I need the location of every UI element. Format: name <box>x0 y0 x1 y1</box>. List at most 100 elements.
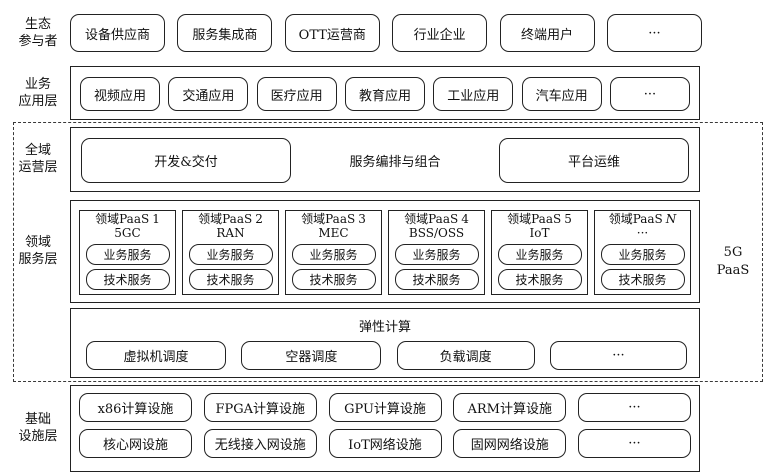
card-title-num: 4 <box>461 212 469 226</box>
layer-label-domain-service: 领域 服务层 <box>8 234 68 268</box>
box-video-app: 视频应用 <box>80 77 160 111</box>
card-title-num: 5 <box>564 212 572 226</box>
card-title-prefix: 领域PaaS <box>404 212 459 226</box>
ecosystem-row: 设备供应商 服务集成商 OTT运营商 行业企业 终端用户 ··· <box>70 14 702 52</box>
business-app-row: 视频应用 交通应用 医疗应用 教育应用 工业应用 汽车应用 ··· <box>80 77 690 111</box>
label-line: 应用层 <box>18 94 58 110</box>
elastic-row: 虚拟机调度 空器调度 负载调度 ··· <box>86 341 687 370</box>
box-x86-compute: x86计算设施 <box>79 393 192 422</box>
label-line: PaaS <box>716 262 750 278</box>
card-title-num: 1 <box>152 212 160 226</box>
layer-label-ecosystem: 生态 参与者 <box>8 16 68 50</box>
box-ellipsis: ··· <box>578 429 691 458</box>
operations-row: 开发&交付 服务编排与组合 平台运维 <box>81 138 689 183</box>
tech-service-box: 技术服务 <box>600 268 685 290</box>
card-title-num: N <box>665 212 677 226</box>
label-line: 运营层 <box>18 160 58 176</box>
business-service-box: 业务服务 <box>600 243 685 265</box>
business-service-box: 业务服务 <box>394 243 479 265</box>
card-subtitle: MEC <box>318 225 349 240</box>
card-subtitle: 5GC <box>114 225 141 240</box>
box-service-integrator: 服务集成商 <box>177 14 273 52</box>
card-title-prefix: 领域PaaS <box>608 212 663 226</box>
box-traffic-app: 交通应用 <box>168 77 249 111</box>
box-medical-app: 医疗应用 <box>256 77 337 111</box>
box-iot-network: IoT网络设施 <box>328 429 442 458</box>
label-line: 领域 <box>24 235 51 250</box>
tech-service-box: 技术服务 <box>291 268 376 290</box>
box-container-scheduling: 空器调度 <box>241 341 382 370</box>
tech-service-box: 技术服务 <box>188 268 273 290</box>
compute-infrastructure-row: x86计算设施 FPGA计算设施 GPU计算设施 ARM计算设施 ··· <box>79 393 691 422</box>
box-education-app: 教育应用 <box>344 77 425 111</box>
layer-label-operations: 全域 运营层 <box>8 142 68 176</box>
box-ellipsis: ··· <box>578 393 691 422</box>
box-ellipsis: ··· <box>609 77 690 111</box>
box-end-user: 终端用户 <box>499 14 595 52</box>
box-vm-scheduling: 虚拟机调度 <box>86 341 226 370</box>
box-industry-enterprise: 行业企业 <box>392 14 488 52</box>
card-title-prefix: 领域PaaS <box>95 212 150 226</box>
business-service-box: 业务服务 <box>291 243 376 265</box>
layer-label-infrastructure: 基础 设施层 <box>8 411 68 445</box>
business-service-box: 业务服务 <box>188 243 273 265</box>
card-subtitle: BSS/OSS <box>408 225 465 240</box>
label-line: 服务层 <box>18 252 58 268</box>
business-app-layer-container: 视频应用 交通应用 医疗应用 教育应用 工业应用 汽车应用 ··· <box>70 66 700 120</box>
box-fixed-network: 固网网络设施 <box>453 429 567 458</box>
business-service-box: 业务服务 <box>497 243 582 265</box>
elastic-computing-container: 弹性计算 虚拟机调度 空器调度 负载调度 ··· <box>70 308 700 378</box>
card-title-num: 3 <box>358 212 366 226</box>
label-line: 业务 <box>24 77 51 92</box>
box-radio-access-network: 无线接入网设施 <box>203 429 317 458</box>
box-industrial-app: 工业应用 <box>433 77 514 111</box>
box-platform-ops: 平台运维 <box>499 138 689 183</box>
box-load-scheduling: 负载调度 <box>396 341 535 370</box>
elastic-computing-title: 弹性计算 <box>358 320 411 335</box>
label-line: 基础 <box>24 412 51 427</box>
box-ellipsis: ··· <box>606 14 702 52</box>
box-ellipsis: ··· <box>549 341 687 370</box>
box-core-network: 核心网设施 <box>79 429 192 458</box>
label-line: 全域 <box>24 143 51 158</box>
card-subtitle: IoT <box>529 225 550 240</box>
box-automotive-app: 汽车应用 <box>521 77 602 111</box>
card-title-prefix: 领域PaaS <box>301 212 356 226</box>
card-subtitle: RAN <box>216 225 245 240</box>
box-ott-operator: OTT运营商 <box>284 14 380 52</box>
box-fpga-compute: FPGA计算设施 <box>203 393 317 422</box>
label-line: 设施层 <box>18 429 58 445</box>
operations-layer-container: 开发&交付 服务编排与组合 平台运维 <box>70 127 700 192</box>
tech-service-box: 技术服务 <box>394 268 479 290</box>
label-line: 生态 <box>24 17 51 32</box>
label-line: 参与者 <box>18 34 58 50</box>
network-infrastructure-row: 核心网设施 无线接入网设施 IoT网络设施 固网网络设施 ··· <box>79 429 691 458</box>
infrastructure-layer-container: x86计算设施 FPGA计算设施 GPU计算设施 ARM计算设施 ··· 核心网… <box>70 385 700 472</box>
label-line: 5G <box>723 245 743 260</box>
box-gpu-compute: GPU计算设施 <box>328 393 442 422</box>
card-title-prefix: 领域PaaS <box>507 212 562 226</box>
business-service-box: 业务服务 <box>85 243 170 265</box>
card-title-num: 2 <box>255 212 263 226</box>
layer-label-business-app: 业务 应用层 <box>8 76 68 110</box>
box-device-supplier: 设备供应商 <box>70 14 165 52</box>
tech-service-box: 技术服务 <box>497 268 582 290</box>
box-arm-compute: ARM计算设施 <box>453 393 567 422</box>
tech-service-box: 技术服务 <box>85 268 170 290</box>
box-develop-delivery: 开发&交付 <box>81 138 291 183</box>
5g-paas-dashed-boundary <box>13 122 763 382</box>
